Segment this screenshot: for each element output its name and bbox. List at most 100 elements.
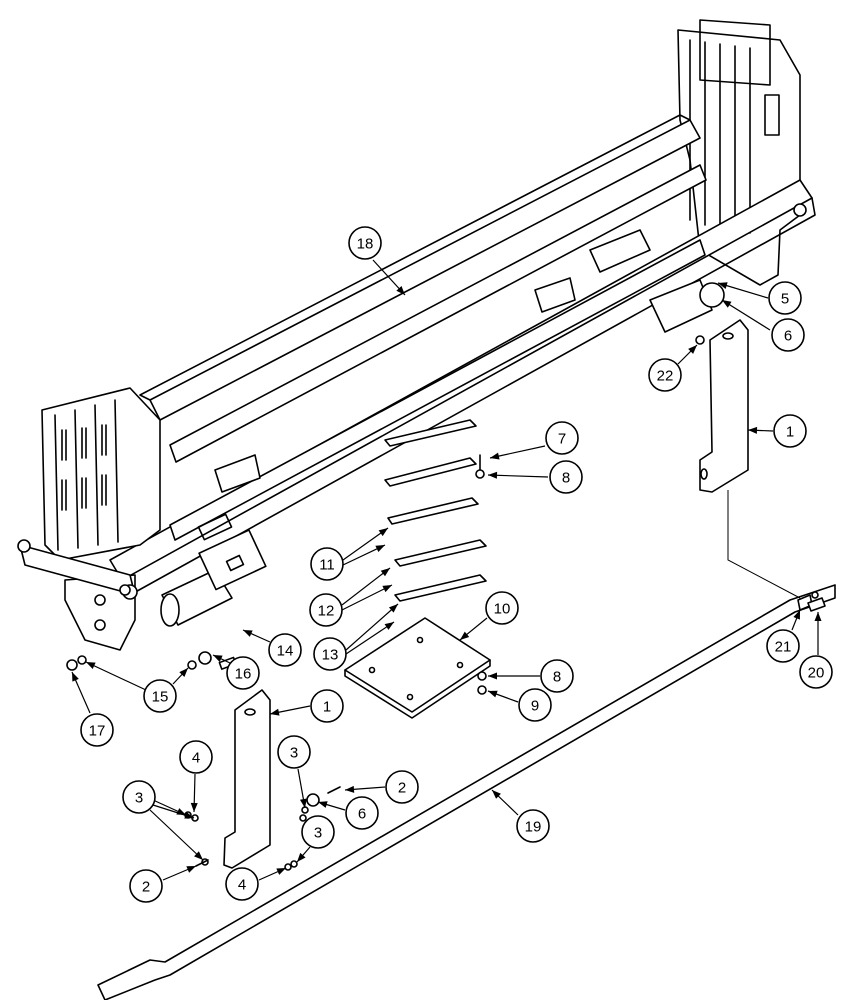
callout-number: 17 (89, 723, 106, 740)
callout-number: 12 (318, 603, 335, 620)
leader-arrowhead (396, 285, 405, 295)
callout-balloon (310, 689, 344, 723)
leader-line (149, 809, 204, 861)
callout-number: 10 (494, 601, 511, 618)
callout-balloon (518, 688, 552, 722)
alignment-line (727, 490, 801, 599)
callout-number: 11 (319, 557, 335, 574)
callout-balloon (80, 713, 114, 747)
leader-arrowhead (297, 852, 306, 862)
leader-arrowhead (748, 426, 758, 434)
leader-arrowhead (490, 452, 500, 460)
callout-number: 1 (786, 424, 794, 441)
callout-number: 6 (358, 806, 366, 823)
leader-line (489, 445, 546, 459)
lower-rail (169, 239, 706, 541)
callout-number: 9 (531, 698, 539, 715)
callout-balloon (485, 591, 519, 625)
callout-balloon (385, 770, 419, 804)
callout-balloon (348, 226, 382, 260)
callout-balloon (773, 414, 807, 448)
shim-stack (384, 419, 487, 602)
callout-number: 18 (357, 236, 374, 253)
callout-number: 15 (152, 689, 169, 706)
callout-number: 22 (657, 368, 674, 385)
callout-number: 20 (808, 665, 825, 682)
leader-arrowhead (388, 604, 398, 613)
callout-balloon (516, 809, 550, 843)
leader-arrowhead (186, 866, 196, 873)
callout-balloon (313, 637, 347, 671)
left-end-plate (41, 387, 161, 561)
fastener-hardware (66, 335, 705, 695)
callout-balloon (226, 656, 260, 690)
callout-number: 4 (192, 750, 200, 767)
tie-rod (97, 584, 836, 1000)
callout-number: 6 (784, 328, 792, 345)
leader-arrowhead (460, 631, 470, 640)
callout-number: 3 (135, 790, 143, 807)
leader-arrowhead (318, 801, 328, 808)
leader-arrowhead (190, 802, 198, 812)
center-bracket (589, 229, 651, 273)
callout-number: 8 (562, 470, 570, 487)
leader-arrowhead (688, 345, 697, 354)
callout-balloon (122, 780, 156, 814)
callout-balloon (768, 281, 802, 315)
callout-balloon (771, 318, 805, 352)
callout-number: 19 (525, 819, 542, 836)
callout-balloon (268, 633, 302, 667)
leader-line (341, 567, 391, 606)
lower-strap (223, 689, 271, 869)
callout-balloon (143, 679, 177, 713)
callout-number: 2 (398, 780, 406, 797)
callout-balloon (345, 796, 379, 830)
leader-arrowhead (492, 790, 501, 799)
leader-line (341, 584, 393, 611)
leader-arrowhead (488, 672, 497, 680)
leader-arrowhead (179, 668, 188, 677)
leader-arrowhead (86, 662, 96, 669)
leader-arrowhead (184, 811, 194, 819)
callout-number: 13 (322, 647, 339, 664)
leader-arrowhead (384, 622, 394, 630)
callout-number: 7 (558, 431, 566, 448)
leader-arrowhead (488, 471, 498, 479)
callout-number: 3 (290, 745, 298, 762)
middle-rail (169, 164, 707, 463)
leader-line (345, 621, 395, 655)
leader-line (342, 527, 389, 561)
callout-balloon (549, 460, 583, 494)
callout-balloon (301, 815, 335, 849)
leader-arrowhead (380, 568, 390, 577)
leader-arrowhead (194, 851, 203, 860)
leader-arrowhead (378, 528, 388, 537)
upper-strap (699, 319, 749, 493)
leader-arrowhead (270, 708, 280, 716)
callout-number: 14 (277, 643, 294, 660)
leader-arrowhead (299, 798, 307, 808)
leader-line (721, 299, 771, 331)
callout-number: 16 (235, 666, 252, 683)
callout-balloon (766, 629, 800, 663)
left-mount-bracket (64, 574, 136, 651)
leader-arrowhead (375, 545, 385, 553)
callout-balloon (545, 421, 579, 455)
callout-balloon (129, 869, 163, 903)
leader-arrowhead (718, 282, 728, 289)
main-frame (17, 19, 816, 651)
callout-number: 5 (781, 291, 789, 308)
leader-arrowhead (213, 655, 223, 662)
callout-balloon (309, 593, 343, 627)
callout-number: 8 (553, 669, 561, 686)
callout-balloon (277, 735, 311, 769)
leader-line (85, 661, 147, 691)
callout-number: 4 (238, 877, 246, 894)
callout-balloon (179, 740, 213, 774)
callout-balloon (225, 867, 259, 901)
leader-arrowhead (345, 785, 355, 793)
callout-number: 2 (142, 879, 150, 896)
